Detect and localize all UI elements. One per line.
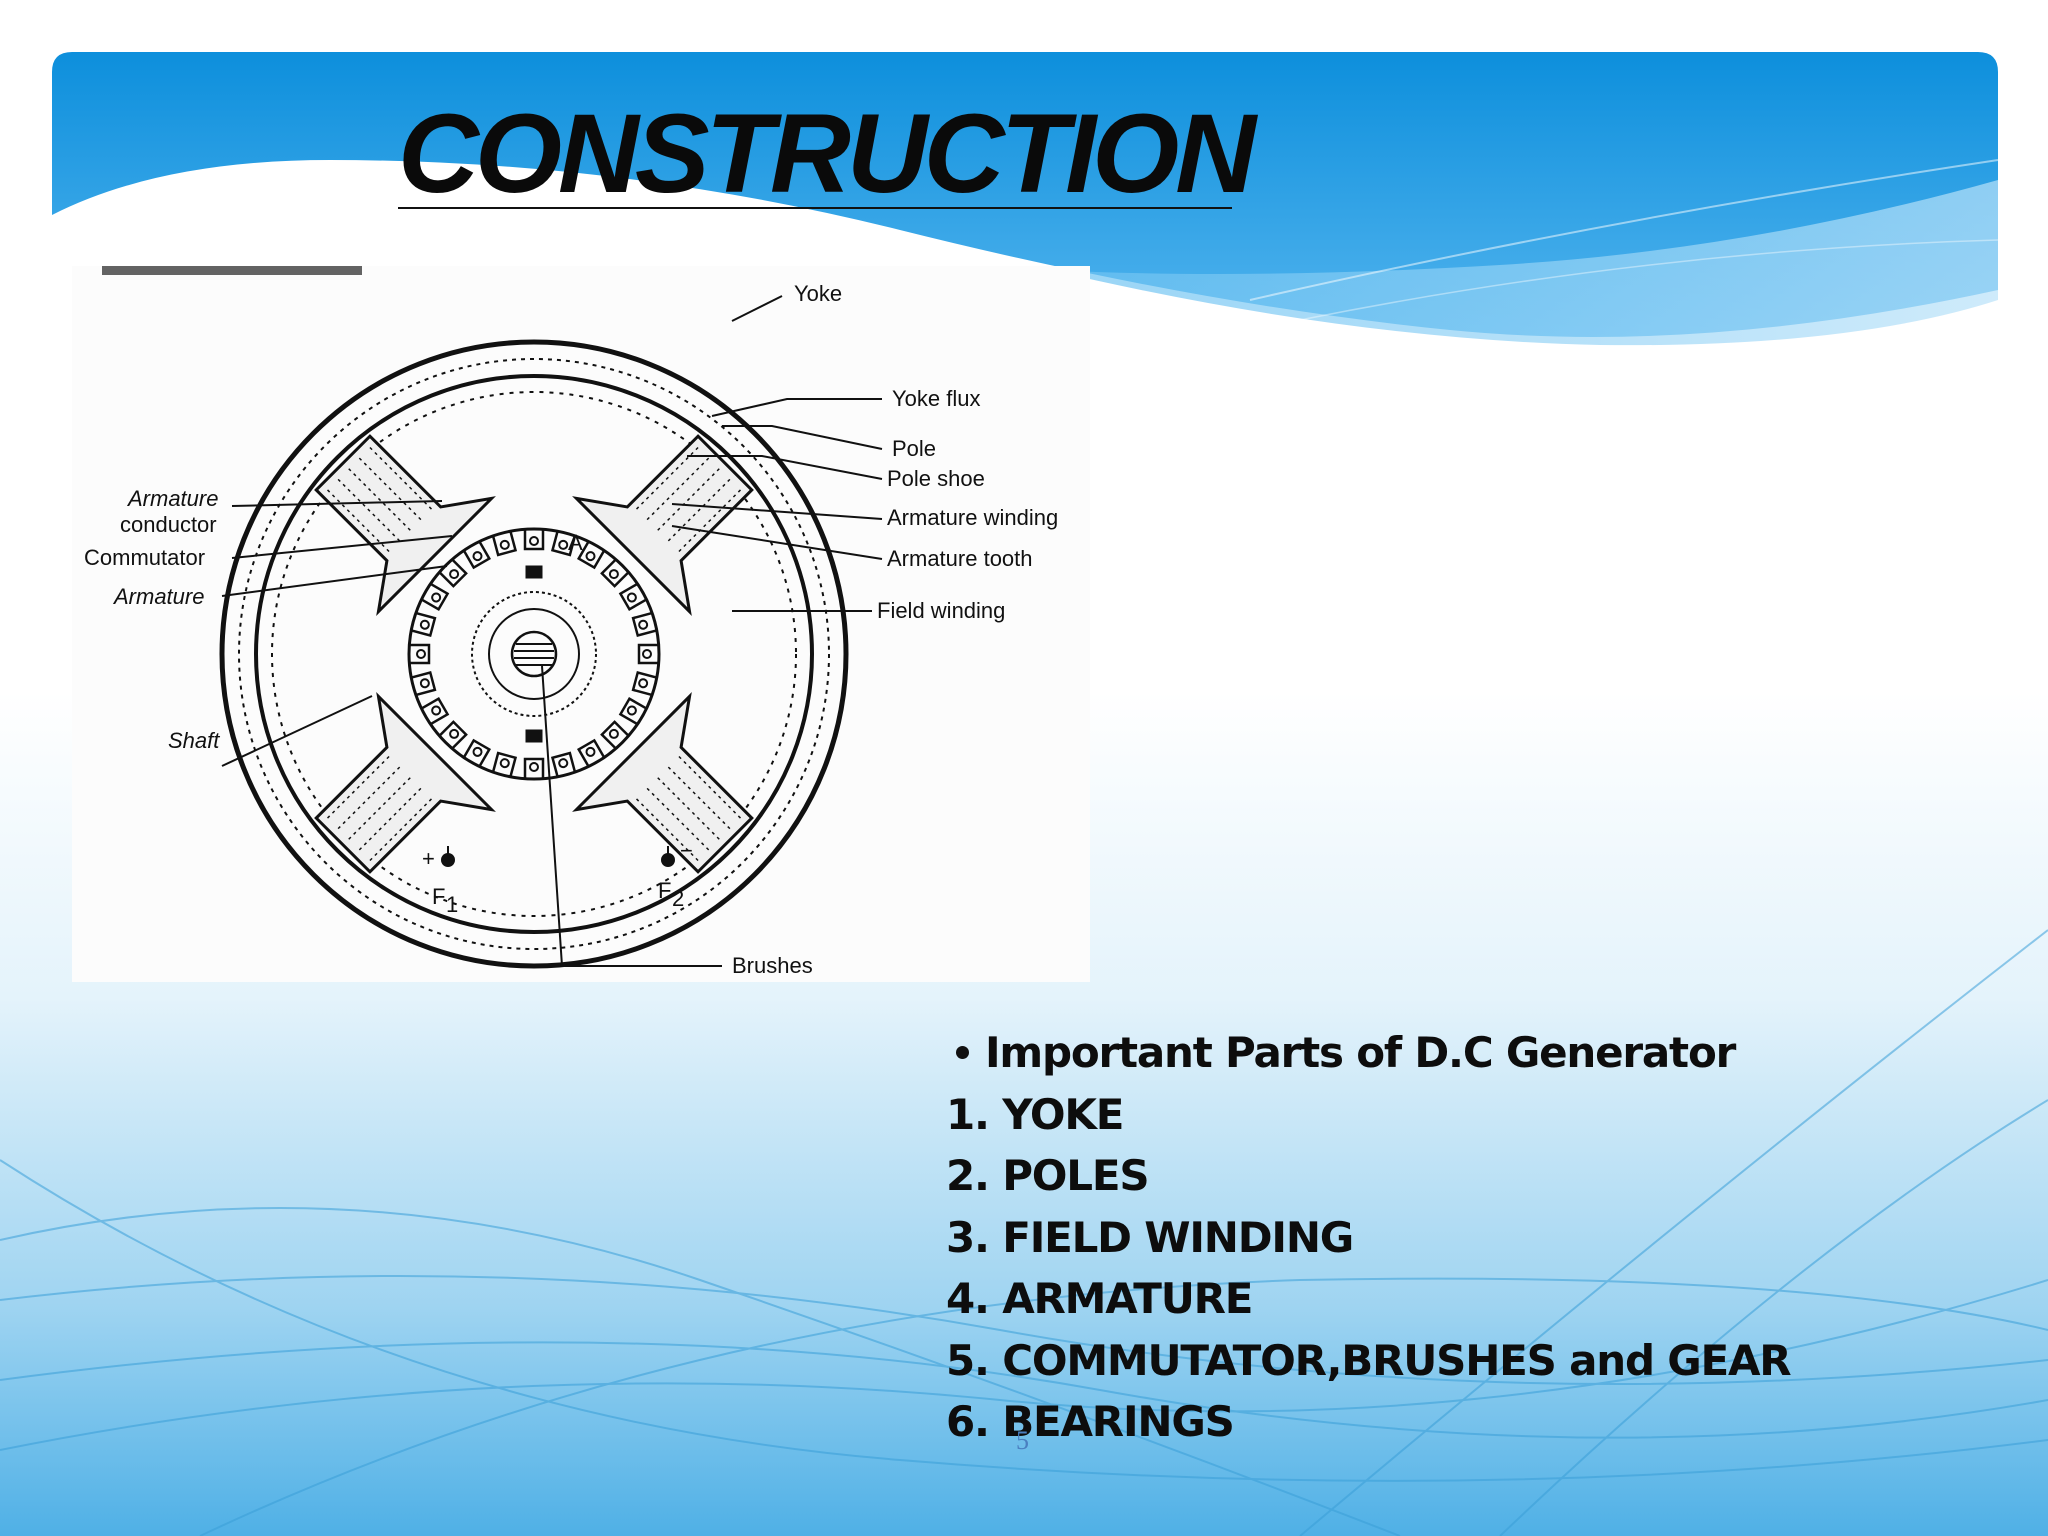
title-underline <box>398 207 1232 209</box>
label-pole-shoe: Pole shoe <box>887 466 985 491</box>
label-a: A <box>568 530 583 555</box>
label-armature-conductor-line1: Armature <box>126 486 218 511</box>
parts-list: Important Parts of D.C Generator 1. YOKE… <box>946 1022 1792 1453</box>
dc-machine-diagram: Yoke Yoke flux Pole Pole shoe Armature w… <box>72 266 1090 982</box>
terminal-f1-dot <box>441 853 455 867</box>
slide-title: CONSTRUCTION <box>398 91 1256 216</box>
list-item: 2. POLES <box>946 1151 1150 1200</box>
label-f1: F <box>432 884 445 909</box>
field-poles <box>314 434 754 874</box>
label-field-winding: Field winding <box>877 598 1005 623</box>
label-f2: F <box>658 878 671 903</box>
list-item: 3. FIELD WINDING <box>946 1212 1354 1262</box>
shaft <box>510 630 558 678</box>
label-f1-sub: 1 <box>446 892 458 917</box>
label-armature-conductor-line2: conductor <box>120 512 217 537</box>
terminal-f2-dot <box>661 853 675 867</box>
yoke-outer-ring <box>219 339 849 969</box>
label-yoke-flux: Yoke flux <box>892 386 980 411</box>
label-armature-winding: Armature winding <box>887 505 1058 530</box>
dc-machine-drawing: Yoke Yoke flux Pole Pole shoe Armature w… <box>72 266 1090 982</box>
armature-core <box>407 527 661 781</box>
parts-heading-row: Important Parts of D.C Generator <box>956 1022 1790 1084</box>
label-shaft: Shaft <box>168 728 220 753</box>
armature-teeth <box>407 529 661 781</box>
label-armature-tooth: Armature tooth <box>887 546 1033 571</box>
cropped-caption-remnant <box>102 266 362 275</box>
brush-top <box>525 565 543 579</box>
leader-lines <box>221 295 883 967</box>
label-pole: Pole <box>892 436 936 461</box>
label-plus: + <box>422 846 435 871</box>
label-yoke: Yoke <box>794 281 842 306</box>
page-number: 5 <box>1016 1426 1029 1455</box>
list-item: 5. COMMUTATOR,BRUSHES and GEAR <box>946 1335 1792 1385</box>
label-minus: − <box>680 838 693 863</box>
parts-heading: Important Parts of D.C Generator <box>985 1028 1736 1077</box>
brush-bottom <box>525 729 543 743</box>
commutator <box>471 591 597 717</box>
bullet-icon <box>956 1046 969 1060</box>
label-commutator: Commutator <box>84 545 205 570</box>
list-item: 1. YOKE <box>946 1089 1124 1139</box>
label-brushes: Brushes <box>732 953 813 978</box>
list-item: 4. ARMATURE <box>946 1274 1253 1323</box>
yoke-flux-path <box>238 358 830 950</box>
label-armature: Armature <box>112 584 204 609</box>
label-f2-sub: 2 <box>672 886 684 911</box>
list-item: 6. BEARINGS <box>946 1397 1235 1446</box>
